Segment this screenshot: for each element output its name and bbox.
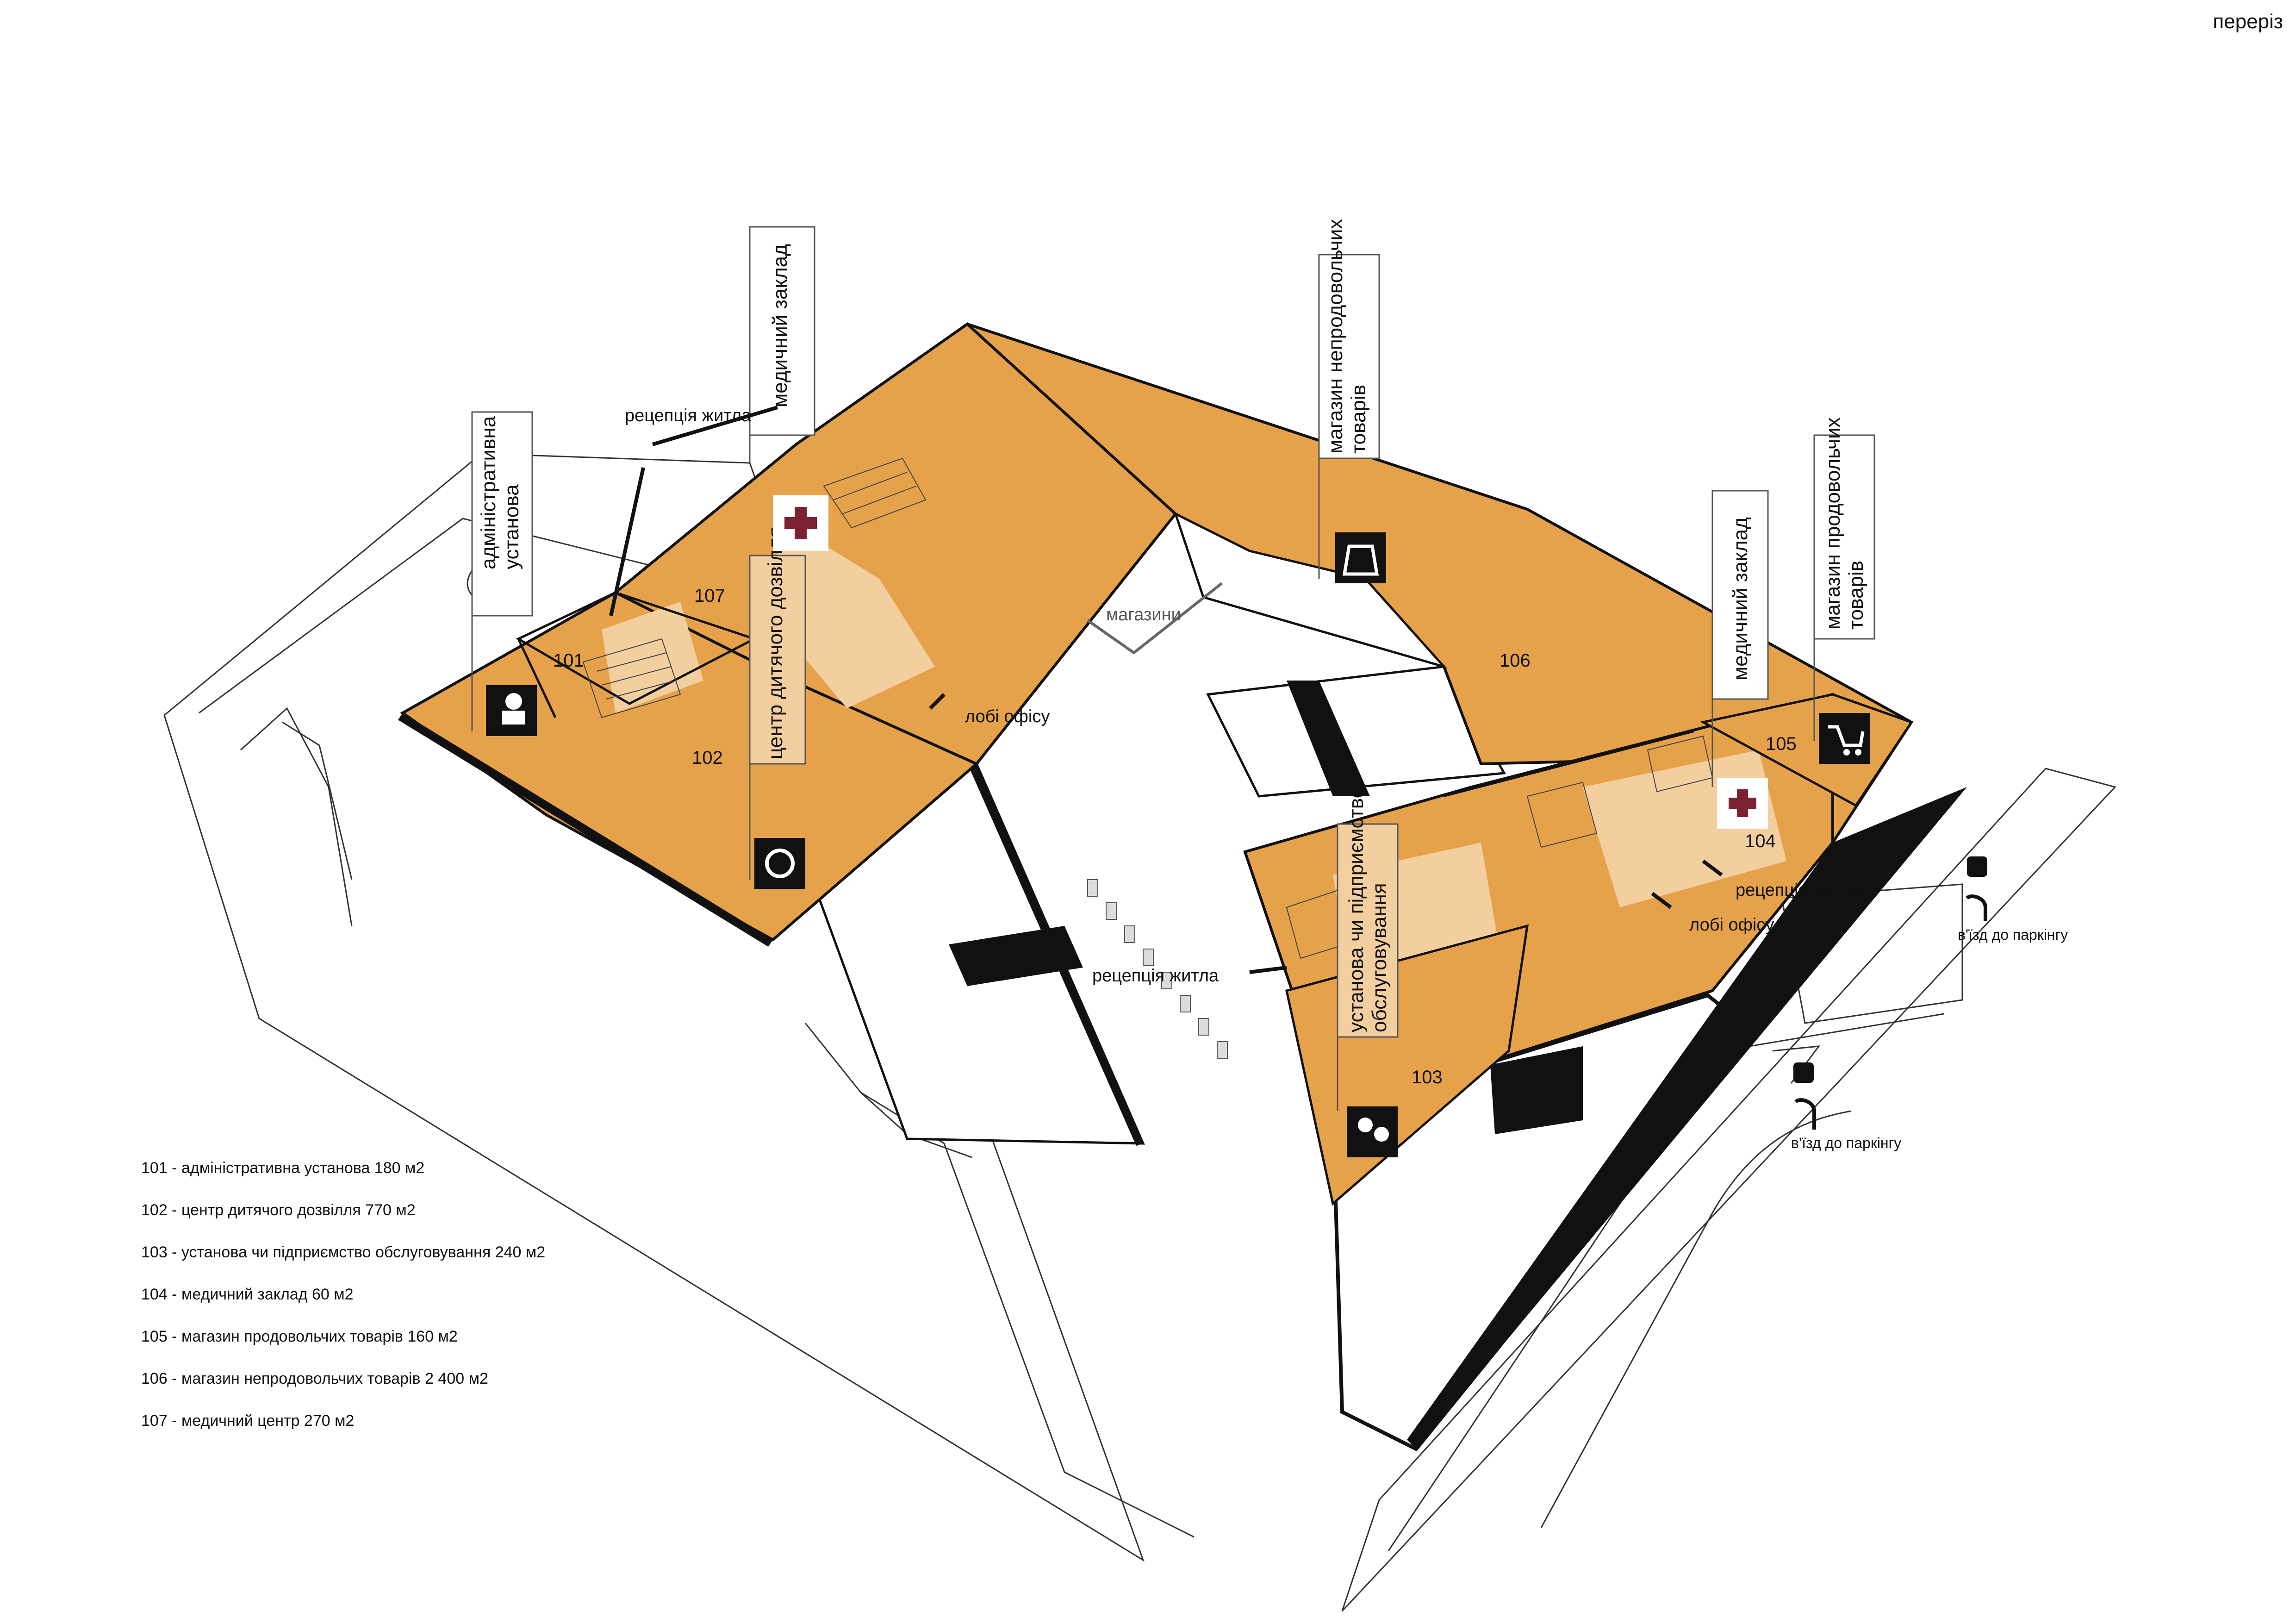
- room-104: 104: [1745, 831, 1776, 851]
- parking-icon: P: [1793, 1062, 1814, 1083]
- callout-medical-2: медичний заклад: [1729, 517, 1752, 681]
- callout-admin-2: установа: [500, 484, 523, 569]
- callout-nonfood: магазин непродовольчих: [1324, 219, 1347, 454]
- legend-item: 106 - магазин непродовольчих товарів 2 4…: [141, 1370, 488, 1387]
- svg-text:P: P: [1972, 861, 1981, 876]
- core-details: [582, 457, 1713, 959]
- legend-item: 104 - медичний заклад 60 м2: [141, 1286, 354, 1303]
- legend-item: 101 - адміністративна установа 180 м2: [141, 1159, 425, 1177]
- parking-icon: P: [1967, 856, 1987, 877]
- arrow-icon: [1966, 894, 1987, 921]
- legend-item: 103 - установа чи підприємство обслугову…: [141, 1243, 546, 1261]
- room-106: 106: [1500, 650, 1531, 671]
- parking-entry-2-label: в'їзд до паркінгу: [1791, 1135, 1901, 1151]
- admin-person-icon: [486, 685, 537, 736]
- callout-service-2: обслуговування: [1368, 883, 1391, 1032]
- callout-nonfood-2: товарів: [1347, 385, 1370, 454]
- legend-item: 105 - магазин продовольчих товарів 160 м…: [141, 1328, 458, 1345]
- legend-item: 102 - центр дитячого дозвілля 770 м2: [141, 1201, 416, 1219]
- office-lobby-left-label: лобі офісу: [965, 707, 1050, 726]
- section-label: переріз: [2213, 10, 2283, 33]
- shops-label: магазини: [1106, 605, 1181, 625]
- callout-food-2: товарів: [1845, 561, 1867, 630]
- room-103: 103: [1412, 1067, 1443, 1087]
- callout-kids: центр дитячого дозвілля: [764, 527, 787, 759]
- facade-edges: [398, 713, 1967, 1449]
- shopping-bag-icon: [1335, 532, 1386, 583]
- callout-service: установа чи підприємство: [1345, 787, 1368, 1032]
- medical-cross-icon: [773, 495, 828, 551]
- room-102: 102: [692, 748, 723, 768]
- callout-food: магазин продовольчих: [1822, 417, 1844, 630]
- legend-item: 107 - медичний центр 270 м2: [141, 1412, 355, 1430]
- medical-cross-icon: [1717, 778, 1768, 829]
- shops-arrow-icon: [1087, 582, 1223, 655]
- callout-boards: [471, 226, 1875, 1111]
- service-people-icon: [1347, 1106, 1398, 1157]
- room-101: 101: [553, 650, 584, 671]
- children-center-icon: [754, 838, 805, 889]
- svg-text:P: P: [1798, 1067, 1808, 1082]
- bollards: [1087, 879, 1228, 1059]
- reception-middle-label: рецепція житла: [1092, 966, 1219, 986]
- reception-top-label: рецепція житла: [625, 406, 752, 425]
- legend: 101 - адміністративна установа 180 м2 10…: [141, 1147, 545, 1442]
- arrow-icon: [1794, 1098, 1816, 1130]
- parking-entry-1-label: в'їзд до паркінгу: [1958, 926, 2068, 943]
- annotation-arrows: [609, 406, 1723, 974]
- shopping-cart-icon: [1819, 713, 1870, 764]
- room-105: 105: [1766, 734, 1797, 754]
- office-lobby-right-label: лобі офісу: [1689, 915, 1774, 935]
- callout-medical: медичний заклад: [769, 244, 791, 407]
- reception-right-label: рецепція житла: [1736, 881, 1862, 900]
- room-107: 107: [694, 586, 725, 606]
- callout-admin: адміністративна: [477, 416, 500, 569]
